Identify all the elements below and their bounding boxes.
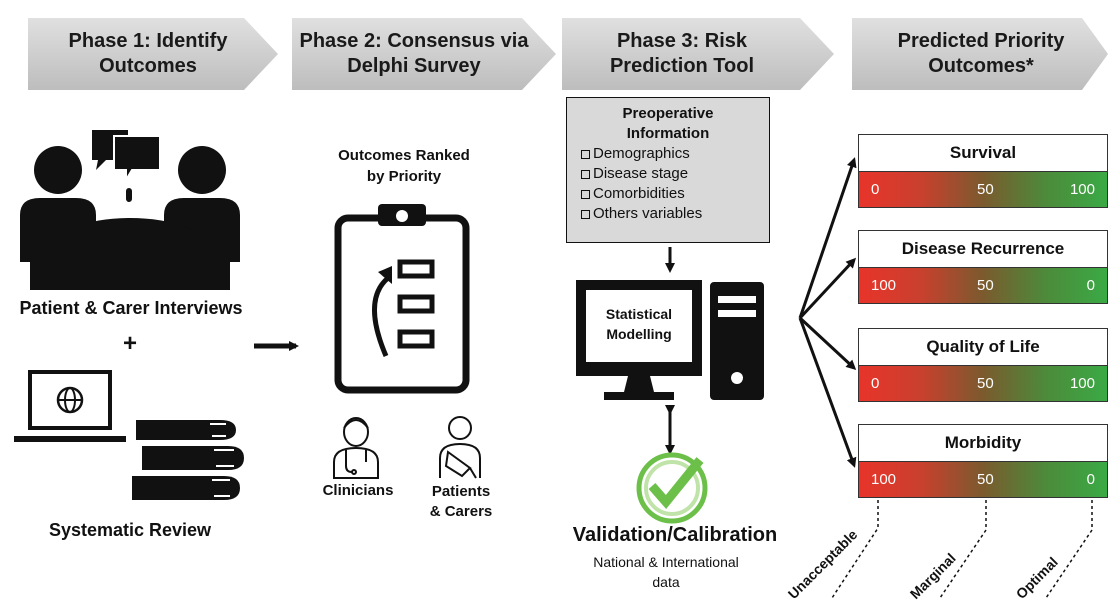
outcome-name: Disease Recurrence xyxy=(859,231,1107,268)
checkbox-icon xyxy=(581,149,590,159)
scale-right: 100 xyxy=(1069,181,1095,198)
scale-mid: 50 xyxy=(977,375,994,392)
ranked-label-line1: Outcomes Ranked xyxy=(338,147,470,164)
outcome-quality-of-life: Quality of Life 0 50 100 xyxy=(858,328,1108,402)
outcome-arrows xyxy=(798,157,857,468)
data-label-line1: National & International xyxy=(593,554,739,570)
ranked-label: Outcomes Ranked by Priority xyxy=(326,145,482,187)
model-label-line1: Statistical xyxy=(605,306,673,322)
model-label-line2: Modelling xyxy=(606,326,672,342)
banner-phase-3 xyxy=(562,18,834,90)
patient-icon xyxy=(439,416,481,479)
data-label-line2: data xyxy=(652,574,680,590)
outcome-scale-bar: 0 50 100 xyxy=(859,366,1107,401)
info-title: Preoperative Information xyxy=(567,104,769,144)
scale-mid: 50 xyxy=(977,181,994,198)
outcome-morbidity: Morbidity 100 50 0 xyxy=(858,424,1108,498)
scale-right: 100 xyxy=(1069,375,1095,392)
statistical-modelling-label: Statistical Modelling xyxy=(586,304,692,344)
preoperative-info-box: Preoperative Information Demographics Di… xyxy=(566,97,770,243)
scale-right: 0 xyxy=(1086,471,1095,488)
laptop-globe-icon xyxy=(14,370,126,442)
outcome-name: Morbidity xyxy=(859,425,1107,462)
validation-label: Validation/Calibration xyxy=(572,524,778,546)
scale-mid: 50 xyxy=(977,471,994,488)
banner-phase-1 xyxy=(28,18,278,90)
scale-left: 0 xyxy=(871,375,880,392)
ranked-label-line2: by Priority xyxy=(366,168,442,185)
clinicians-label: Clinicians xyxy=(322,482,394,499)
outcome-name: Survival xyxy=(859,135,1107,172)
scale-left: 0 xyxy=(871,181,880,198)
outcome-scale-bar: 0 50 100 xyxy=(859,172,1107,207)
outcome-disease-recurrence: Disease Recurrence 100 50 0 xyxy=(858,230,1108,304)
validation-data-label: National & International data xyxy=(560,552,772,592)
scale-dashed-lines xyxy=(831,500,1093,599)
phase-3-label: Phase 3: Risk Prediction Tool xyxy=(609,30,755,77)
info-item: Demographics xyxy=(567,144,769,164)
clinician-icon xyxy=(333,417,379,479)
scale-mid: 50 xyxy=(977,277,994,294)
info-title-line1: Preoperative xyxy=(622,105,714,122)
clipboard-icon xyxy=(334,204,470,394)
outcome-scale-bar: 100 50 0 xyxy=(859,268,1107,303)
info-item: Comorbidities xyxy=(567,184,769,204)
outcome-survival: Survival 0 50 100 xyxy=(858,134,1108,208)
interviews-label: Patient & Carer Interviews xyxy=(19,298,243,318)
scale-left: 100 xyxy=(871,277,897,294)
patients-label-line2: & Carers xyxy=(429,503,493,520)
outcomes-phase-label: Predicted Priority Outcomes* xyxy=(897,30,1065,77)
info-item: Disease stage xyxy=(567,164,769,184)
interview-group-icon xyxy=(20,130,240,290)
computer-icon xyxy=(576,280,764,400)
books-icon xyxy=(132,420,244,500)
checkbox-icon xyxy=(581,189,590,199)
banner-outcomes xyxy=(852,18,1108,90)
scale-right: 0 xyxy=(1086,277,1095,294)
checkbox-icon xyxy=(581,209,590,219)
scale-left: 100 xyxy=(871,471,897,488)
phase-banners xyxy=(28,18,1108,90)
patients-label: Patients & Carers xyxy=(420,482,502,522)
outcome-name: Quality of Life xyxy=(859,329,1107,366)
check-badge-icon xyxy=(636,452,708,524)
outcome-scale-bar: 100 50 0 xyxy=(859,462,1107,497)
phase-1-label: Phase 1: Identify Outcomes xyxy=(68,30,228,77)
banner-phase-2 xyxy=(292,18,556,90)
info-item: Others variables xyxy=(567,204,769,224)
patients-label-line1: Patients xyxy=(431,483,491,500)
phase-2-label: Phase 2: Consensus via Delphi Survey xyxy=(299,30,529,77)
plus-sign: + xyxy=(122,330,137,357)
info-title-line2: Information xyxy=(626,125,710,142)
checkbox-icon xyxy=(581,169,590,179)
systematic-review-label: Systematic Review xyxy=(48,520,212,540)
